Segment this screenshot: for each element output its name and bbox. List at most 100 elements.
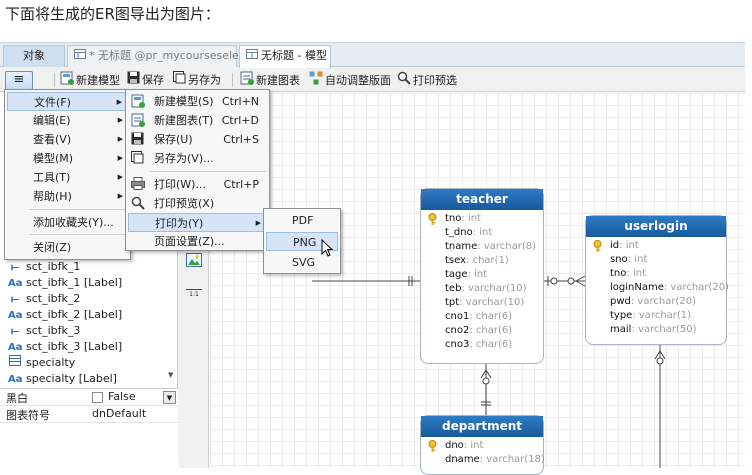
menu-item-tools[interactable]: 工具(T)▶ [7, 168, 128, 187]
checkbox[interactable] [92, 392, 103, 403]
entity-field[interactable]: tsex: char(1) [421, 254, 543, 268]
save-button[interactable]: 保存 [127, 71, 164, 89]
main-menu-button[interactable]: ≡ [5, 71, 33, 90]
entity-field[interactable]: tage: int [421, 268, 543, 282]
submenu-arrow-icon: ▶ [255, 219, 261, 227]
menu-item-edit[interactable]: 编辑(E)▶ [7, 111, 128, 130]
entity-field[interactable]: tpt: varchar(10) [421, 296, 543, 310]
field-name: loginName [610, 282, 664, 293]
entity-field[interactable]: dno: int [421, 439, 543, 453]
entity-field[interactable]: teb: varchar(10) [421, 282, 543, 296]
shortcut-label: Ctrl+P [223, 178, 259, 191]
menu-item-help[interactable]: 帮助(H)▶ [7, 187, 128, 206]
menu-item-label: 帮助(H) [33, 190, 72, 203]
list-item-label: specialty [26, 356, 76, 369]
print-preview-button[interactable]: 打印预选 [397, 71, 457, 89]
entity-field[interactable]: cno3: char(6) [421, 338, 543, 352]
label-icon: Aa [8, 278, 23, 289]
toolbar: ≡ 新建模型 保存 另存为 新建图表 自动调整版面 打印预选 [0, 68, 745, 92]
submenu-arrow-icon: ▶ [117, 173, 123, 181]
menu-item-add-favorites[interactable]: 添加收藏夹(Y)... [7, 213, 128, 232]
property-value: dnDefault [92, 407, 147, 420]
field-name: dno [445, 440, 464, 451]
zoom-ratio[interactable]: 1:1 [186, 289, 202, 298]
entity-field[interactable]: pwd: varchar(20) [586, 295, 726, 309]
list-item[interactable]: ⟝sct_ibfk_1 [8, 259, 81, 275]
save-as-icon [173, 71, 186, 90]
crowfoot-line [659, 350, 666, 360]
save-as-button[interactable]: 另存为 [173, 71, 221, 89]
entity-field[interactable]: t_dno: int [421, 226, 543, 240]
menu-item-new-diagram[interactable]: 新建图表(T) Ctrl+D [128, 111, 267, 130]
menu-item-print-preview[interactable]: 打印预览(X) [128, 194, 267, 213]
new-model-label: 新建模型 [76, 74, 120, 87]
menu-item-close[interactable]: 关闭(Z) [7, 238, 128, 257]
field-type: : int [626, 268, 646, 279]
menu-item-pdf[interactable]: PDF [266, 211, 338, 230]
new-diagram-button[interactable]: 新建图表 [240, 71, 300, 89]
menu-item-model[interactable]: 模型(M) ▶ [7, 149, 128, 168]
field-type: : varchar(10) [461, 283, 527, 294]
menu-item-page-setup[interactable]: 页面设置(Z)... [128, 232, 267, 251]
tab-model[interactable]: 无标题 - 模型 [239, 45, 331, 68]
model-icon [246, 46, 258, 66]
toolbar-separator [54, 73, 55, 87]
primary-key-icon [427, 213, 438, 225]
entity-field[interactable]: tname: varchar(8) [421, 240, 543, 254]
crowfoot-line [485, 369, 492, 379]
entity-field[interactable]: dname: varchar(18) [421, 453, 545, 467]
image-icon[interactable] [186, 253, 202, 270]
entity-field[interactable]: cno2: char(6) [421, 324, 543, 338]
field-type: : char(1) [466, 255, 509, 266]
new-model-button[interactable]: 新建模型 [60, 71, 120, 89]
menu-item-new-model[interactable]: 新建模型(S) Ctrl+N [128, 92, 267, 111]
save-as-icon [131, 151, 144, 170]
menu-item-svg[interactable]: SVG [266, 253, 338, 272]
label-icon: Aa [8, 310, 23, 321]
crowfoot-line [575, 275, 586, 282]
entity-field[interactable]: type: varchar(1) [586, 309, 726, 323]
entity-field[interactable]: cno1: char(6) [421, 310, 543, 324]
list-item[interactable]: ⟝sct_ibfk_3 [8, 323, 81, 339]
field-name: tsex [445, 255, 467, 266]
submenu-arrow-icon: ▶ [117, 154, 123, 162]
entity-field[interactable]: mail: varchar(50) [586, 323, 726, 337]
menu-item-print-as[interactable]: 打印为(Y) ▶ [128, 213, 267, 232]
menu-item-label: 模型(M) [33, 152, 74, 165]
toolbar-separator [232, 73, 233, 87]
menu-item-save-as[interactable]: 另存为(V)... [128, 149, 267, 168]
entity-field[interactable]: id: int [586, 239, 726, 253]
menu-item-file[interactable]: 文件(F)▶ [7, 92, 128, 111]
list-item[interactable]: ⟝sct_ibfk_2 [8, 291, 81, 307]
new-diagram-icon [131, 113, 145, 133]
entity-field[interactable]: tno: int [421, 212, 543, 226]
tab-objects[interactable]: 对象 [3, 45, 65, 67]
menu-item-print[interactable]: 打印(W)... Ctrl+P [128, 175, 267, 194]
menu-item-view[interactable]: 查看(V)▶ [7, 130, 128, 149]
field-name: t_dno [445, 227, 473, 238]
field-name: cno3 [445, 339, 470, 350]
auto-layout-button[interactable]: 自动调整版面 [309, 71, 391, 89]
list-item[interactable]: specialty [8, 355, 75, 371]
entity-field[interactable]: loginName: varchar(20) [586, 281, 729, 295]
menu-item-png[interactable]: PNG [266, 232, 338, 251]
field-type: : varchar(10) [459, 297, 525, 308]
save-icon [127, 71, 140, 90]
dropdown-arrow-icon[interactable]: ▼ [163, 391, 176, 404]
scroll-down-arrow[interactable]: ▼ [168, 371, 174, 379]
menu-item-save[interactable]: 保存(U) Ctrl+S [128, 130, 267, 149]
entity-field[interactable]: sno: int [586, 253, 726, 267]
entity-field[interactable]: tno: int [586, 267, 726, 281]
cardinality-circle [482, 377, 490, 385]
tab-query[interactable]: * 无标题 @pr_mycoursesele... [67, 45, 249, 67]
